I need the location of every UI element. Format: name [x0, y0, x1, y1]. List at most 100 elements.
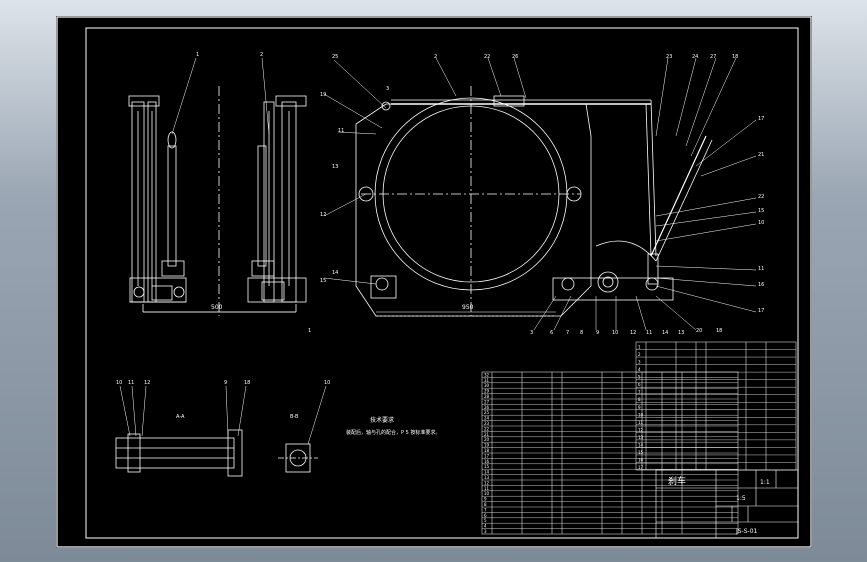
section-a-label: A-A	[176, 414, 185, 420]
callout-number: 23	[666, 54, 672, 60]
table-row-number: 7	[484, 507, 487, 512]
callout-number: 11	[758, 266, 764, 272]
table-row-number: 20	[484, 437, 490, 442]
assembly-drawing: 500 950 技术要求 装配后，轴与孔的配合，P 5 按标准要求。 A-A B…	[56, 16, 812, 548]
callout-number: 22	[758, 194, 764, 200]
callout-number: 20	[696, 328, 702, 334]
table-row-number: 3	[484, 529, 487, 534]
callout-number: 12	[144, 380, 150, 386]
callout-number: 6	[550, 330, 553, 336]
callout-number: 18	[716, 328, 722, 334]
table-row-number: 26	[484, 405, 490, 410]
side-view-left	[128, 95, 219, 313]
drawing-title: 刹车	[668, 475, 686, 487]
table-row-number: 17	[638, 465, 644, 470]
callout-number: 2	[260, 52, 263, 58]
table-row-number: 6	[638, 382, 641, 387]
table-row-number: 4	[484, 524, 487, 529]
callout-number: 12	[630, 330, 636, 336]
callout-number: 2	[434, 54, 437, 60]
scale-label: 1:5	[736, 495, 746, 502]
callout-number: 19	[320, 92, 326, 98]
callout-number: 13	[678, 330, 684, 336]
callout-number: 25	[332, 54, 338, 60]
callout-number: 11	[128, 380, 134, 386]
table-row-number: 6	[484, 513, 487, 518]
table-row-number: 2	[638, 352, 641, 357]
drawing-number: JS-S-01	[735, 528, 758, 535]
table-row-number: 23	[484, 421, 490, 426]
table-row-number: 11	[484, 486, 490, 491]
callout-number: 8	[580, 330, 583, 336]
callout-number: 17	[758, 308, 764, 314]
section-b-b	[278, 385, 327, 473]
table-row-number: 19	[484, 443, 490, 448]
table-row-number: 12	[484, 480, 490, 485]
callout-number: 1	[196, 52, 199, 58]
callout-number: 16	[758, 282, 764, 288]
table-row-number: 14	[484, 470, 490, 475]
table-row-number: 31	[484, 378, 490, 383]
table-row-number: 13	[484, 475, 490, 480]
callout-number: 18	[244, 380, 250, 386]
table-row-number: 16	[638, 457, 644, 462]
table-row-number: 27	[484, 399, 490, 404]
table-row-number: 16	[484, 459, 490, 464]
table-row-number: 3	[638, 360, 641, 365]
section-a-a	[115, 385, 247, 477]
callout-number: 18	[732, 54, 738, 60]
cad-viewport[interactable]: 500 950 技术要求 装配后，轴与孔的配合，P 5 按标准要求。 A-A B…	[56, 16, 812, 548]
table-row-number: 25	[484, 410, 490, 415]
title-block	[655, 469, 799, 539]
parts-list-right	[635, 341, 797, 471]
table-row-number: 14	[638, 442, 644, 447]
section-b-label: B-B	[290, 414, 299, 420]
table-row-number: 11	[638, 420, 644, 425]
table-row-number: 29	[484, 389, 490, 394]
callout-number: 14	[332, 270, 338, 276]
callout-number: 27	[710, 54, 716, 60]
table-row-number: 13	[638, 435, 644, 440]
side-view-right	[219, 95, 307, 313]
callout-number: 9	[596, 330, 599, 336]
callout-number: 12	[320, 212, 326, 218]
table-row-number: 8	[638, 397, 641, 402]
table-row-number: 4	[638, 367, 641, 372]
table-row-number: 22	[484, 426, 490, 431]
callout-number: 11	[646, 330, 652, 336]
callout-number: 22	[484, 54, 490, 60]
table-row-number: 10	[638, 412, 644, 417]
callout-number: 10	[324, 380, 330, 386]
sheet-note: 1:1	[760, 479, 770, 486]
table-row-number: 24	[484, 416, 490, 421]
callout-number: 15	[758, 208, 764, 214]
callout-number: 14	[662, 330, 668, 336]
callout-number: 17	[758, 116, 764, 122]
callout-number: 9	[224, 380, 227, 386]
callout-number: 15	[320, 278, 326, 284]
table-row-number: 1	[638, 345, 641, 350]
table-row-number: 15	[638, 450, 644, 455]
callout-number: 10	[758, 220, 764, 226]
side-dim-label: 500	[211, 304, 223, 311]
callout-number: 1	[308, 328, 311, 334]
front-view	[355, 86, 713, 317]
table-row-number: 5	[638, 375, 641, 380]
callout-number: 3	[386, 86, 389, 92]
callout-number: 7	[566, 330, 569, 336]
inner-frame	[85, 27, 799, 539]
table-row-number: 18	[484, 448, 490, 453]
table-row-number: 10	[484, 491, 490, 496]
table-row-number: 28	[484, 394, 490, 399]
callout-number: 3	[530, 330, 533, 336]
table-row-number: 15	[484, 464, 490, 469]
table-row-number: 30	[484, 383, 490, 388]
tech-req-line: 装配后，轴与孔的配合，P 5 按标准要求。	[346, 429, 440, 436]
front-dim-label: 950	[462, 304, 474, 311]
outer-border	[56, 16, 812, 548]
callout-number: 10	[612, 330, 618, 336]
callout-number: 10	[116, 380, 122, 386]
callout-number: 24	[692, 54, 698, 60]
table-row-number: 9	[484, 497, 487, 502]
callout-number: 11	[338, 128, 344, 134]
